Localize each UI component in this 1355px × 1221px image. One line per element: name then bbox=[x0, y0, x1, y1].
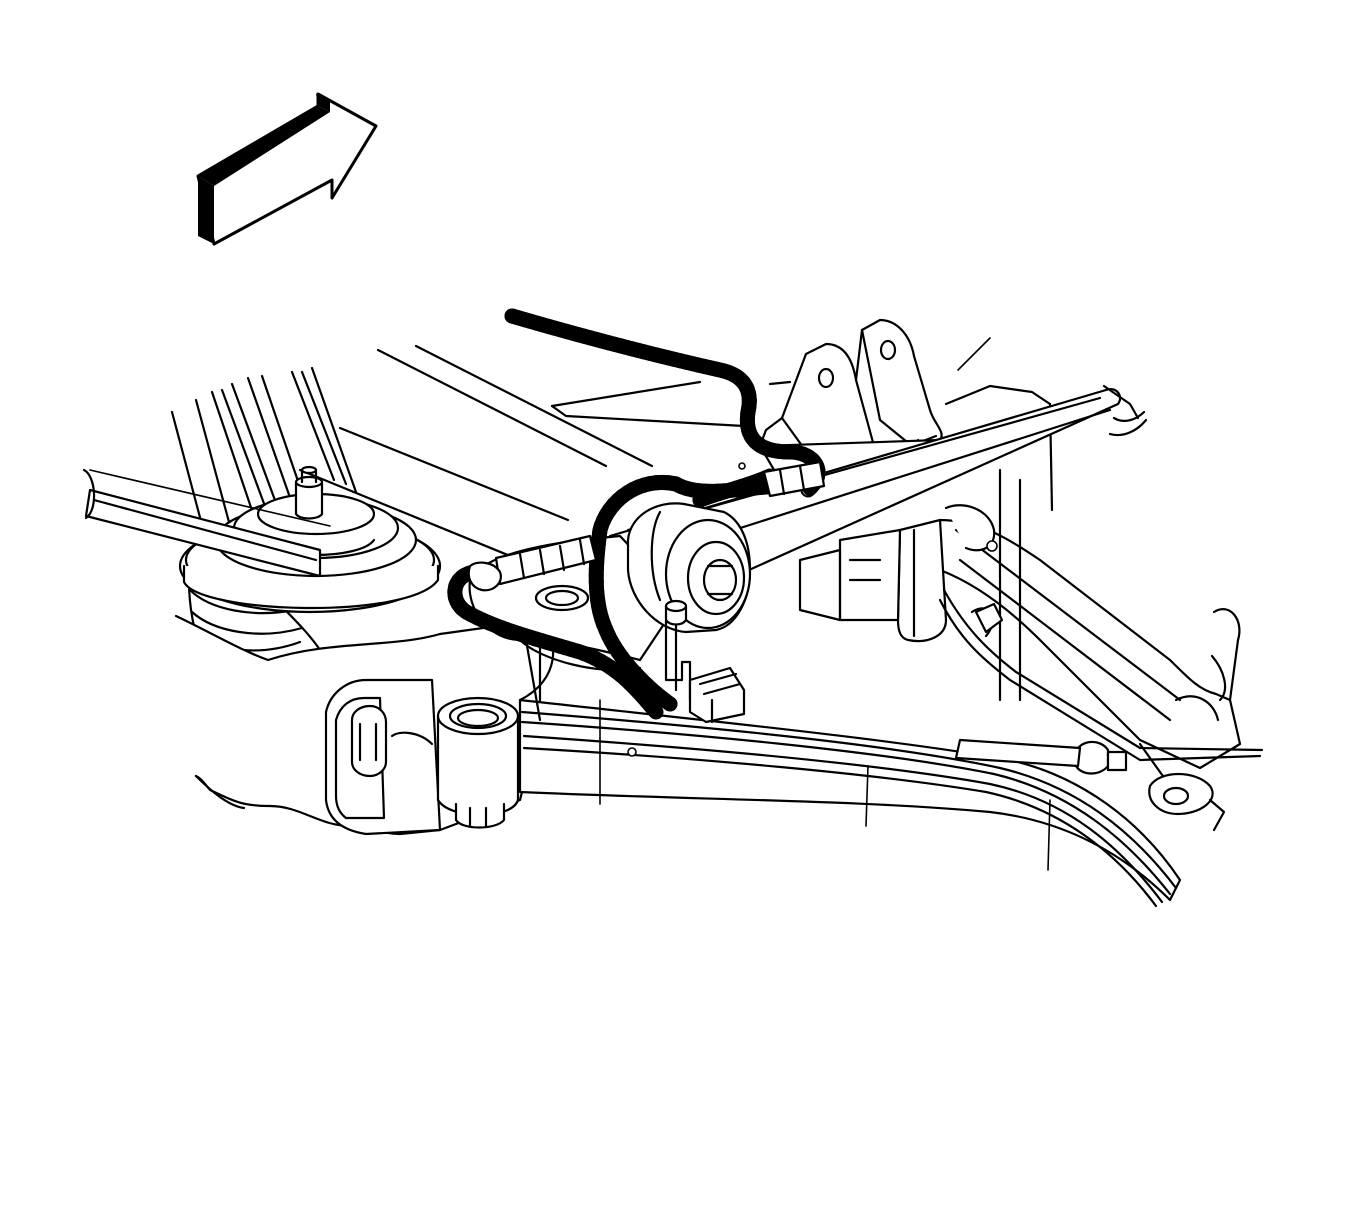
body-panel-lines bbox=[298, 337, 1054, 562]
retaining-bolt bbox=[454, 802, 506, 829]
fastener-dots bbox=[627, 462, 746, 757]
brake-line bbox=[938, 588, 1264, 775]
sensor-connector bbox=[664, 599, 746, 724]
front-direction-arrow bbox=[196, 92, 378, 246]
harness-connector bbox=[467, 460, 826, 592]
wiring-harness bbox=[447, 308, 826, 720]
strut-mount bbox=[82, 366, 442, 694]
bushing bbox=[436, 696, 520, 816]
